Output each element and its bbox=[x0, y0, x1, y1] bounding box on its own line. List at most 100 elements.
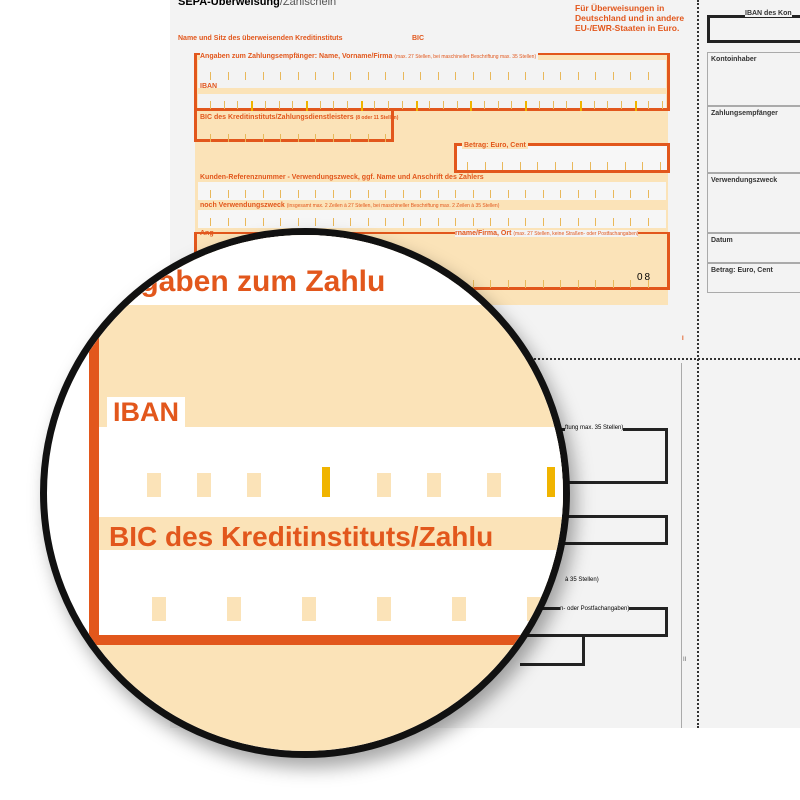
char-box-tick bbox=[315, 190, 316, 198]
char-box-tick bbox=[385, 134, 386, 142]
char-box-tick bbox=[484, 162, 486, 170]
char-box-tick bbox=[332, 72, 334, 80]
char-box-tick bbox=[472, 190, 474, 198]
char-box-tick bbox=[347, 101, 348, 109]
lens-char-box-tick bbox=[527, 345, 541, 369]
char-box-tick bbox=[554, 162, 556, 170]
char-box-tick bbox=[437, 190, 439, 198]
lens-heading: ngaben zum Zahlu bbox=[122, 265, 386, 298]
char-box-tick bbox=[595, 218, 596, 226]
char-box-tick bbox=[264, 101, 266, 109]
char-box-tick bbox=[560, 72, 561, 80]
char-box-tick bbox=[612, 190, 614, 198]
lower-divider bbox=[681, 363, 682, 728]
char-box-tick bbox=[642, 162, 643, 170]
char-box-tick bbox=[542, 190, 544, 198]
char-box-tick bbox=[442, 101, 444, 109]
char-box-tick bbox=[595, 72, 596, 80]
char-box-tick bbox=[577, 190, 579, 198]
stub-amount: Betrag: Euro, Cent bbox=[707, 263, 800, 293]
char-box-tick bbox=[519, 162, 521, 170]
stub-account-holder: Kontoinhaber bbox=[707, 52, 800, 106]
char-box-tick bbox=[630, 72, 631, 80]
char-box-tick bbox=[525, 101, 528, 111]
char-box-tick bbox=[579, 101, 582, 111]
char-box-tick bbox=[630, 190, 631, 198]
eu-note: Für Überweisungen in Deutschland und in … bbox=[575, 3, 685, 33]
char-box-tick bbox=[332, 218, 334, 226]
char-box-tick bbox=[280, 72, 281, 80]
char-box-tick bbox=[319, 101, 321, 109]
char-box-tick bbox=[525, 72, 526, 80]
reference-label: Kunden-Referenznummer - Verwendungszweck… bbox=[200, 174, 484, 181]
lower-hint: n- oder Postfachangaben) bbox=[560, 606, 630, 612]
char-box-tick bbox=[385, 72, 386, 80]
char-box-tick bbox=[297, 190, 299, 198]
lens-char-box-tick bbox=[452, 345, 466, 369]
char-box-tick bbox=[237, 101, 239, 109]
char-box-tick bbox=[315, 72, 316, 80]
char-box-tick bbox=[502, 162, 503, 170]
char-box-tick bbox=[437, 72, 439, 80]
char-box-tick bbox=[350, 134, 351, 142]
char-box-tick bbox=[402, 190, 404, 198]
char-box-tick bbox=[589, 162, 591, 170]
lower-hint: à 35 Stellen) bbox=[565, 577, 599, 583]
char-box-tick bbox=[402, 72, 404, 80]
char-box-tick bbox=[456, 101, 458, 109]
char-box-tick bbox=[251, 101, 254, 111]
char-box-tick bbox=[350, 218, 351, 226]
char-box-tick bbox=[210, 218, 211, 226]
char-box-tick bbox=[607, 101, 609, 109]
char-box-tick bbox=[227, 72, 229, 80]
char-box-tick bbox=[542, 218, 544, 226]
char-box-tick bbox=[420, 72, 421, 80]
char-box-tick bbox=[227, 134, 229, 142]
stub-iban-box[interactable] bbox=[707, 15, 800, 43]
char-box-tick bbox=[612, 280, 614, 288]
char-box-tick bbox=[367, 72, 369, 80]
char-box-tick bbox=[415, 101, 418, 111]
char-box-tick bbox=[420, 218, 421, 226]
perforation-vertical bbox=[697, 0, 699, 728]
lower-bic-box bbox=[520, 515, 668, 545]
char-box-tick bbox=[245, 72, 246, 80]
lens-char-box-tick bbox=[247, 473, 261, 497]
perforation-horizontal bbox=[530, 358, 800, 360]
lens-char-box-tick bbox=[227, 345, 241, 369]
stub-iban-label: IBAN des Kon bbox=[745, 10, 792, 17]
char-box-tick bbox=[332, 190, 334, 198]
bank-label: Name und Sitz des überweisenden Kreditin… bbox=[178, 35, 343, 42]
char-box-tick bbox=[624, 162, 626, 170]
char-box-tick bbox=[593, 101, 595, 109]
char-box-tick bbox=[595, 280, 596, 288]
char-box-tick bbox=[507, 190, 509, 198]
char-box-tick bbox=[621, 101, 622, 109]
char-box-tick bbox=[429, 101, 431, 109]
char-box-tick bbox=[333, 101, 335, 109]
lens-char-box-tick bbox=[377, 345, 391, 369]
form-mark: I bbox=[682, 336, 684, 342]
lens-char-box-tick bbox=[377, 473, 391, 497]
char-box-tick bbox=[507, 218, 509, 226]
char-box-tick bbox=[227, 190, 229, 198]
char-box-tick bbox=[525, 218, 526, 226]
amount-box[interactable] bbox=[454, 143, 670, 173]
char-box-tick bbox=[525, 190, 526, 198]
char-box-tick bbox=[227, 218, 229, 226]
char-box-tick bbox=[360, 101, 363, 111]
bic2-label: BIC des Kreditinstituts/Zahlungsdienstle… bbox=[200, 114, 399, 121]
char-box-tick bbox=[607, 162, 608, 170]
char-box-tick bbox=[210, 134, 211, 142]
char-box-tick bbox=[647, 72, 649, 80]
char-box-tick bbox=[350, 72, 351, 80]
char-box-tick bbox=[210, 72, 211, 80]
char-box-tick bbox=[292, 101, 294, 109]
reference2-label: noch Verwendungszweck (insgesamt max. 2 … bbox=[200, 202, 500, 209]
char-box-tick bbox=[245, 190, 246, 198]
char-box-tick bbox=[280, 218, 281, 226]
lens-char-box-tick bbox=[322, 467, 330, 497]
char-box-tick bbox=[262, 190, 264, 198]
char-box-tick bbox=[278, 101, 280, 109]
char-box-tick bbox=[648, 101, 650, 109]
